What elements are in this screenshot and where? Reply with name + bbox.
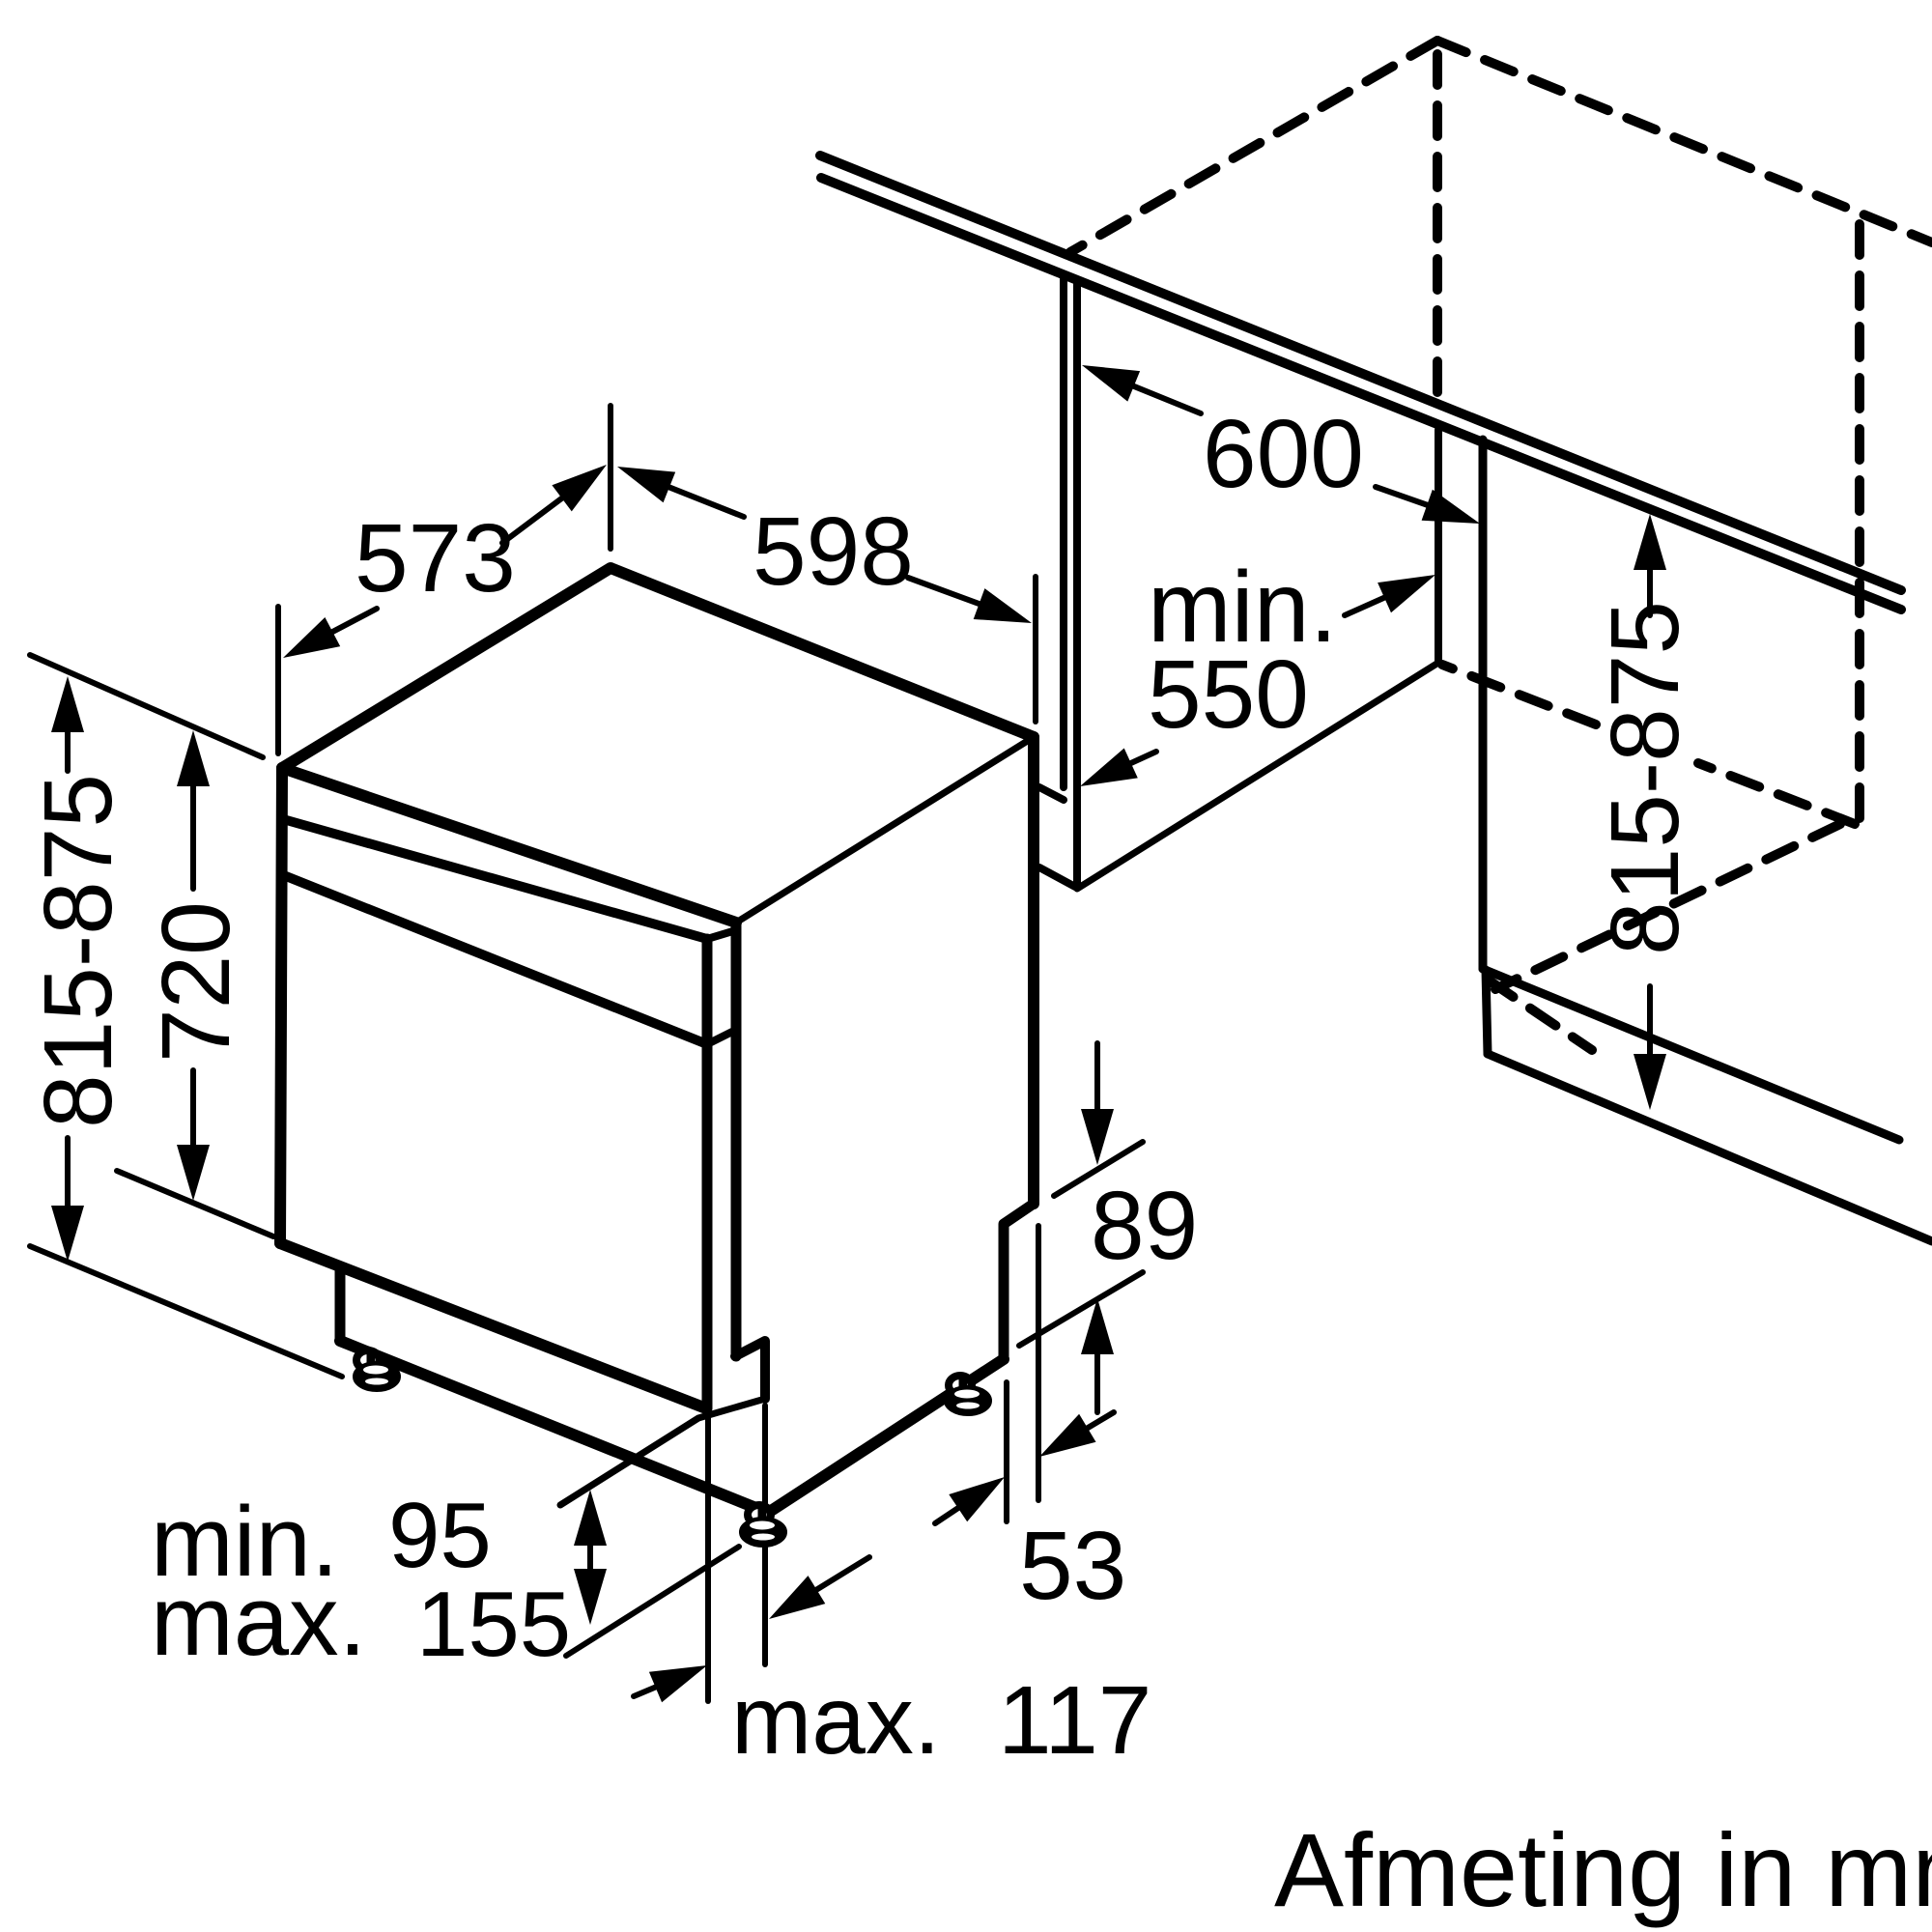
- svg-text:53: 53: [1019, 1512, 1126, 1620]
- svg-text:815-875: 815-875: [1591, 601, 1699, 955]
- svg-text:815-875: 815-875: [24, 774, 132, 1128]
- svg-text:550: 550: [1148, 640, 1309, 749]
- svg-text:117: 117: [998, 1666, 1151, 1775]
- svg-text:600: 600: [1203, 400, 1364, 508]
- svg-text:598: 598: [753, 497, 914, 606]
- svg-text:95: 95: [388, 1484, 492, 1587]
- svg-text:min.: min.: [1148, 552, 1337, 664]
- svg-text:max.: max.: [731, 1666, 941, 1775]
- svg-text:155: 155: [416, 1573, 571, 1676]
- svg-text:720: 720: [142, 901, 250, 1063]
- svg-text:min.: min.: [151, 1486, 339, 1597]
- svg-text:573: 573: [355, 504, 516, 612]
- svg-text:max.: max.: [151, 1565, 366, 1676]
- svg-text:89: 89: [1091, 1172, 1198, 1280]
- svg-text:Afmeting in mm: Afmeting in mm: [1274, 1811, 1932, 1928]
